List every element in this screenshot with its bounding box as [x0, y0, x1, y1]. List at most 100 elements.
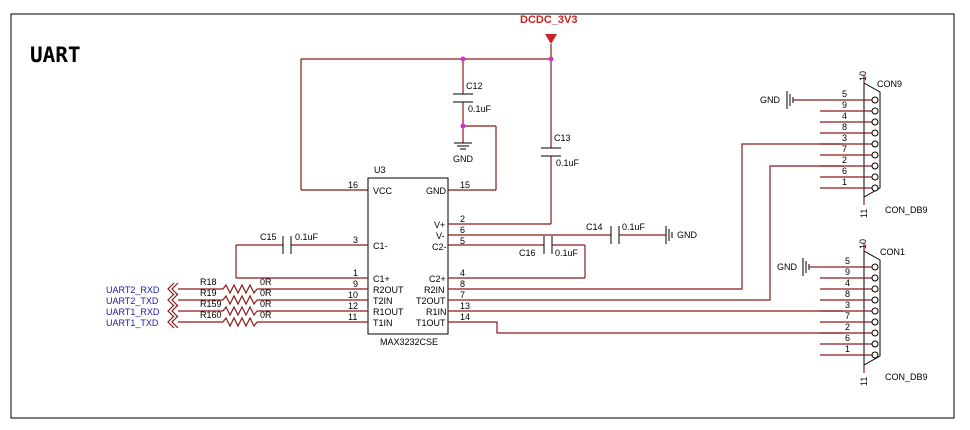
ground-symbol: GND	[665, 226, 698, 244]
connector-mount-pin: 10	[858, 71, 868, 81]
resistor-zigzag	[222, 305, 258, 317]
ic-pin-name: R2OUT	[373, 285, 404, 295]
connector-pin-number: 6	[842, 166, 847, 176]
capacitor-ref: C12	[466, 81, 483, 91]
resistor-ref: R159	[200, 299, 222, 309]
connector-pin-socket	[871, 340, 879, 348]
connector-pin-number: 5	[845, 256, 850, 266]
resistor-zigzag	[222, 294, 258, 306]
capacitor-c15: C15 0.1uF	[235, 232, 368, 279]
ic-pin-number: 7	[460, 290, 465, 300]
connector-pin-socket	[871, 118, 879, 126]
resistor-value: 0R	[260, 299, 272, 309]
port-arrow-icon	[167, 282, 175, 296]
connector-pin-number: 3	[845, 300, 850, 310]
connector-pin-number: 9	[845, 267, 850, 277]
ground-label: GND	[453, 154, 474, 164]
resistor-r18: UART2_RXD R18 0R	[106, 277, 368, 296]
connector-pin-number: 8	[842, 122, 847, 132]
capacitor-c12: C12 0.1uF	[453, 81, 492, 114]
ic-pin-name: C1-	[373, 241, 388, 251]
resistor-ref: R19	[200, 288, 217, 298]
ic-pin-number: 12	[348, 301, 358, 311]
ground-label: GND	[777, 262, 798, 272]
junction-dot	[460, 56, 466, 62]
resistor-zigzag	[222, 316, 258, 328]
capacitor-value: 0.1uF	[556, 158, 580, 168]
capacitor-value: 0.1uF	[622, 222, 646, 232]
connector-pin-socket	[871, 329, 879, 337]
port-arrow-icon	[167, 304, 175, 318]
ic-pin-number: 4	[460, 268, 465, 278]
ic-pin-name: V-	[436, 231, 445, 241]
port-arrow-icon	[171, 293, 179, 307]
connector-pin-number: 3	[842, 133, 847, 143]
net-label: UART1_TXD	[106, 318, 159, 328]
capacitor-ref: C13	[554, 133, 571, 143]
signal-wires	[448, 143, 843, 334]
schematic-frame	[10, 13, 955, 419]
ic-pin-number: 15	[460, 180, 470, 190]
connector-pin-number: 5	[842, 89, 847, 99]
ground-symbol: GND	[453, 142, 474, 164]
connector-pin-socket	[871, 351, 879, 359]
capacitor-ref: C16	[519, 248, 536, 258]
net-label: UART1_RXD	[106, 307, 160, 317]
capacitor-c13: C13 0.1uF	[541, 133, 580, 168]
resistor-r160: UART1_TXD R160 0R	[106, 310, 368, 329]
port-arrow-icon	[171, 304, 179, 318]
connector-pin-socket	[871, 263, 879, 271]
ic-pin-name: R1OUT	[373, 307, 404, 317]
connector-pin-socket	[871, 296, 879, 304]
capacitor-c14: C14 0.1uF	[448, 222, 666, 244]
connector-pin-number: 1	[845, 344, 850, 354]
ground-label: GND	[677, 230, 698, 240]
ic-pin-name: GND	[426, 186, 447, 196]
ic-pin-number: 8	[460, 279, 465, 289]
connector-pin-number: 7	[845, 311, 850, 321]
connector-pin-socket	[871, 162, 879, 170]
ic-pin-number: 11	[348, 312, 357, 322]
ic-pin-number: 13	[460, 301, 470, 311]
resistor-ref: R18	[200, 277, 217, 287]
connector-con9: CON9 CON_DB9 10 11 5 9 4 8 3 7 2 6 1	[760, 71, 928, 218]
connector-part: CON_DB9	[885, 372, 928, 382]
connector-pin-socket	[871, 184, 879, 192]
vcc-rail	[300, 58, 552, 224]
port-arrow-icon	[167, 293, 175, 307]
ic-pin-number: 3	[353, 235, 358, 245]
ic-pin-number: 9	[353, 279, 358, 289]
connector-shell	[863, 250, 881, 366]
connector-part: CON_DB9	[885, 205, 928, 215]
connector-con1: CON1 CON_DB9 10 11 5 9 4 8 3 7 2 6 1	[777, 239, 928, 386]
ic-pin-number: 10	[348, 290, 358, 300]
connector-pin-socket	[871, 318, 879, 326]
connector-pin-socket	[871, 140, 879, 148]
ic-pin-number: 1	[353, 268, 358, 278]
connector-pin-number: 8	[845, 289, 850, 299]
ic-pin-name: T2OUT	[416, 296, 446, 306]
ic-body	[367, 177, 449, 335]
ic-pin-number: 2	[460, 214, 465, 224]
capacitor-c16: C16 0.1uF	[448, 236, 586, 279]
resistor-value: 0R	[260, 277, 272, 287]
connector-shell	[863, 82, 881, 198]
capacitor-ref: C14	[586, 222, 603, 232]
t1out-wire	[448, 321, 843, 334]
ic-pin-name: T1OUT	[416, 318, 446, 328]
net-label: UART2_RXD	[106, 285, 160, 295]
ic-pin-number: 16	[348, 180, 358, 190]
ic-pin-name: C2-	[432, 242, 447, 252]
connector-pin-number: 2	[845, 322, 850, 332]
connector-pin-number: 7	[842, 144, 847, 154]
ic-part: MAX3232CSE	[380, 337, 438, 347]
connector-pin-socket	[871, 151, 879, 159]
ic-pin-name: T1IN	[373, 318, 393, 328]
ic-pin-number: 6	[460, 225, 465, 235]
ic-pin-name: V+	[434, 220, 445, 230]
ic-pin-number: 5	[460, 236, 465, 246]
connector-pin-socket	[871, 129, 879, 137]
capacitor-value: 0.1uF	[468, 104, 492, 114]
ic-pin-name: VCC	[373, 186, 393, 196]
